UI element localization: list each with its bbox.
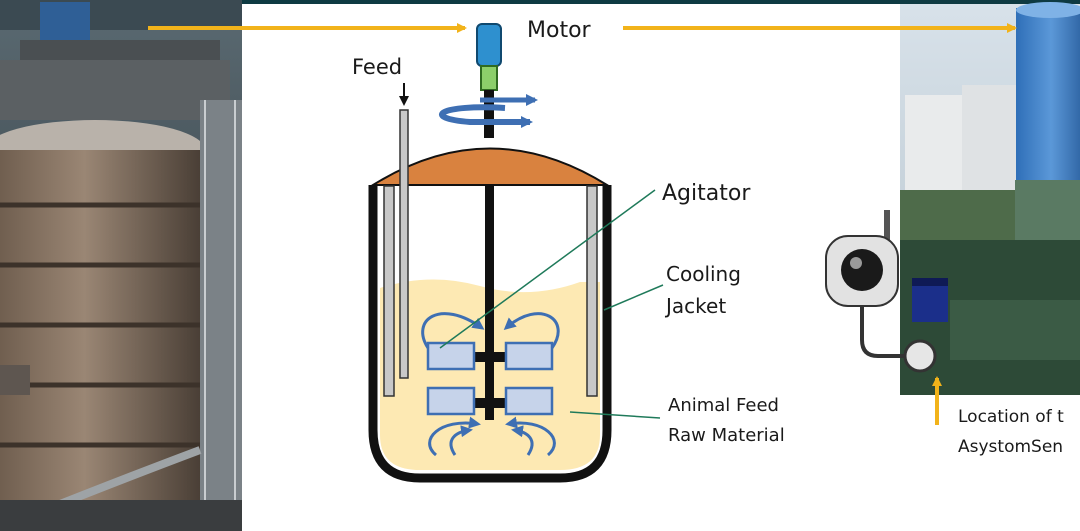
drive-shaft-upper xyxy=(484,90,494,138)
feed-pipe xyxy=(399,109,409,379)
material-leader xyxy=(569,411,661,419)
cooling-jacket-right xyxy=(586,185,598,397)
raw-material-label-line2: Raw Material xyxy=(668,425,785,446)
rotation-arrow-icon xyxy=(439,104,533,128)
top-border xyxy=(242,0,902,4)
flow-arrows-icon xyxy=(421,312,560,457)
agitator-shaft xyxy=(485,185,494,420)
left-tank-photo xyxy=(0,0,242,531)
cooling-jacket-label-line2: Jacket xyxy=(664,294,726,318)
cooling-jacket-left xyxy=(383,185,395,397)
motor-icon xyxy=(476,23,502,91)
jacket-leader xyxy=(603,284,664,311)
cooling-jacket-label-line1: Cooling xyxy=(666,262,741,286)
vibration-sensor-icon xyxy=(825,210,937,373)
raw-material-label-line1: Animal Feed xyxy=(668,395,779,416)
impeller-hub-lower xyxy=(458,398,522,408)
impeller-blade xyxy=(504,341,554,371)
sensor-location-label-line2: AsystomSen xyxy=(958,437,1063,457)
sensor-location-label-line1: Location of t xyxy=(958,407,1064,427)
right-motor-photo xyxy=(900,0,1080,395)
motor-label: Motor xyxy=(527,18,592,43)
agitator-label: Agitator xyxy=(662,181,751,206)
feed-label: Feed xyxy=(352,55,402,79)
impeller-blade xyxy=(426,341,476,371)
impeller-hub-upper xyxy=(458,352,522,362)
impeller-blade xyxy=(426,386,476,416)
impeller-blade xyxy=(504,386,554,416)
agitator-leader xyxy=(439,189,656,349)
